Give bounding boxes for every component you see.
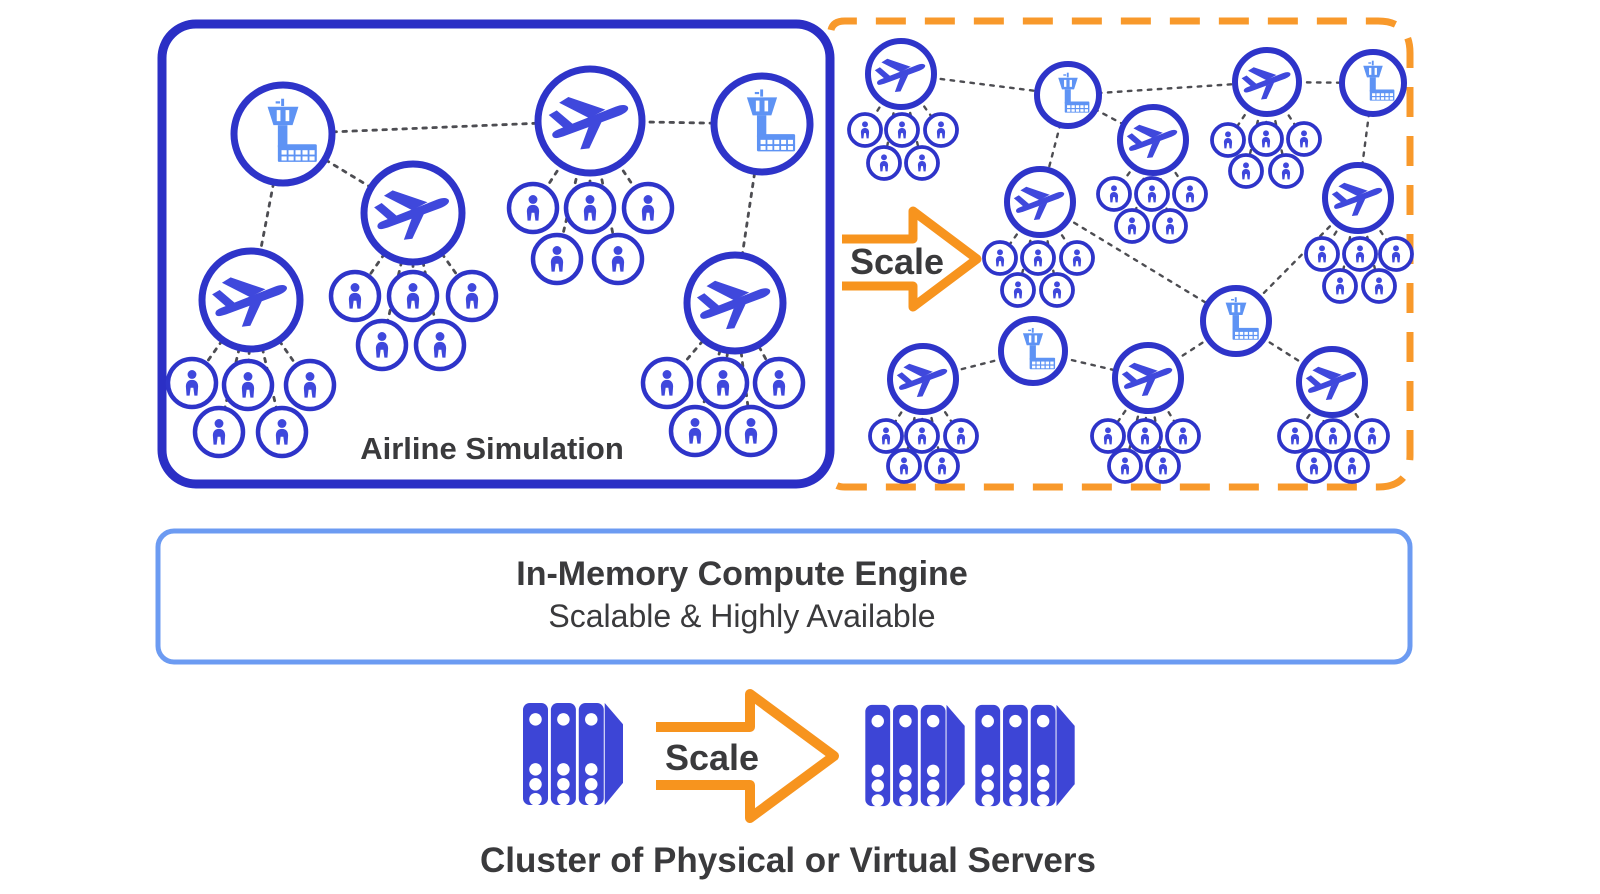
person-node bbox=[413, 318, 467, 372]
person-node bbox=[868, 418, 904, 454]
person-node bbox=[1039, 272, 1075, 308]
person-node bbox=[1165, 418, 1201, 454]
person-node bbox=[668, 404, 722, 458]
person-node bbox=[1248, 121, 1284, 157]
airplane-node bbox=[534, 65, 646, 177]
connection-line bbox=[1038, 200, 1238, 323]
airplane-node bbox=[1322, 162, 1394, 234]
person-node bbox=[943, 418, 979, 454]
person-node bbox=[1268, 153, 1304, 189]
airport-node bbox=[998, 316, 1068, 386]
person-node bbox=[1277, 418, 1313, 454]
person-node bbox=[847, 112, 883, 148]
scale-arrow-bottom bbox=[656, 689, 839, 823]
connection-line bbox=[665, 301, 737, 385]
person-node bbox=[884, 112, 920, 148]
airplane-node bbox=[887, 343, 959, 415]
server-rack-icon bbox=[975, 704, 1075, 807]
person-node bbox=[1134, 176, 1170, 212]
airplane-node bbox=[360, 160, 466, 266]
person-node bbox=[982, 240, 1018, 276]
person-node bbox=[445, 269, 499, 323]
person-node bbox=[1334, 448, 1370, 484]
person-node bbox=[904, 145, 940, 181]
person-node bbox=[866, 145, 902, 181]
person-node bbox=[328, 269, 382, 323]
person-node bbox=[1096, 176, 1132, 212]
airline-box-label: Airline Simulation bbox=[360, 431, 624, 466]
airport-node bbox=[1034, 61, 1102, 129]
person-node bbox=[1304, 236, 1340, 272]
person-node bbox=[923, 112, 959, 148]
person-node bbox=[1286, 121, 1322, 157]
person-node bbox=[386, 269, 440, 323]
person-node bbox=[724, 404, 778, 458]
person-node bbox=[221, 358, 275, 412]
person-node bbox=[1354, 418, 1390, 454]
person-node bbox=[904, 418, 940, 454]
person-node bbox=[192, 405, 246, 459]
person-node bbox=[1020, 240, 1056, 276]
compute-engine-subtitle: Scalable & Highly Available bbox=[548, 598, 935, 634]
person-node bbox=[696, 356, 750, 410]
person-node bbox=[621, 181, 675, 235]
airline-network-nodes bbox=[165, 65, 814, 459]
person-node bbox=[886, 448, 922, 484]
airplane-node bbox=[1296, 346, 1368, 418]
person-node bbox=[640, 356, 694, 410]
compute-engine-box bbox=[155, 528, 1413, 665]
person-node bbox=[1107, 448, 1143, 484]
scale-arrow-top bbox=[842, 206, 982, 312]
airplane-node bbox=[1232, 47, 1302, 117]
person-node bbox=[255, 405, 309, 459]
person-node bbox=[1090, 418, 1126, 454]
server-rack-icon bbox=[523, 703, 623, 806]
airport-node bbox=[1339, 49, 1407, 117]
person-node bbox=[1342, 236, 1378, 272]
servers-caption: Cluster of Physical or Virtual Servers bbox=[480, 841, 1096, 880]
airplane-node bbox=[1117, 104, 1189, 176]
person-node bbox=[1378, 236, 1414, 272]
scaled-network-nodes bbox=[847, 38, 1414, 484]
person-node bbox=[1127, 418, 1163, 454]
person-node bbox=[1228, 153, 1264, 189]
person-node bbox=[1172, 176, 1208, 212]
airline-simulation-box bbox=[157, 19, 835, 489]
connection-line bbox=[1146, 319, 1238, 380]
server-rack-icon bbox=[865, 704, 965, 807]
person-node bbox=[752, 356, 806, 410]
person-node bbox=[355, 318, 409, 372]
airplane-node bbox=[198, 247, 304, 353]
airplane-node bbox=[1112, 342, 1184, 414]
airport-node bbox=[710, 72, 814, 176]
person-node bbox=[165, 356, 219, 410]
connection-line bbox=[1265, 80, 1375, 85]
person-node bbox=[1152, 208, 1188, 244]
person-node bbox=[283, 358, 337, 412]
person-node bbox=[506, 181, 560, 235]
airplane-node bbox=[865, 38, 937, 110]
person-node bbox=[1296, 448, 1332, 484]
airplane-node bbox=[683, 251, 787, 355]
person-node bbox=[1322, 268, 1358, 304]
scale-arrow-top-label: Scale bbox=[850, 241, 944, 282]
person-node bbox=[924, 448, 960, 484]
person-node bbox=[530, 232, 584, 286]
person-node bbox=[591, 232, 645, 286]
person-node bbox=[1210, 122, 1246, 158]
person-node bbox=[1114, 208, 1150, 244]
person-node bbox=[1315, 418, 1351, 454]
airport-node bbox=[230, 81, 336, 187]
person-node bbox=[1059, 240, 1095, 276]
compute-engine-title: In-Memory Compute Engine bbox=[516, 555, 967, 593]
airplane-node bbox=[1004, 166, 1076, 238]
airport-node bbox=[1200, 285, 1272, 357]
person-node bbox=[563, 181, 617, 235]
person-node bbox=[1361, 268, 1397, 304]
person-node bbox=[1145, 448, 1181, 484]
scale-arrow-bottom-label: Scale bbox=[665, 737, 759, 778]
person-node bbox=[1000, 272, 1036, 308]
